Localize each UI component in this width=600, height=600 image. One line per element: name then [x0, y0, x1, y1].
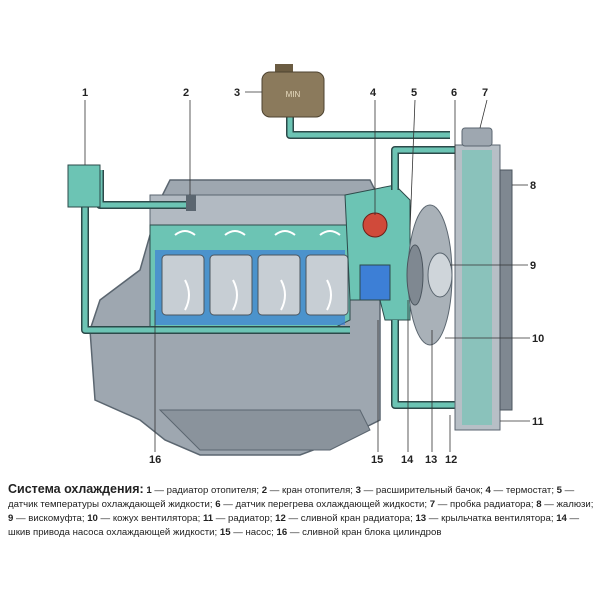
- caption-item: 1 — радиатор отопителя;: [146, 485, 260, 496]
- caption-item-text: пробка радиатора: [450, 499, 531, 510]
- callout-14: 14: [401, 454, 414, 466]
- callout-10: 10: [532, 333, 544, 345]
- caption-item-text: вискомуфта: [28, 513, 82, 524]
- callout-4: 4: [370, 87, 377, 99]
- callout-15: 15: [371, 454, 383, 466]
- caption-item-number: 13: [415, 513, 427, 524]
- caption-item-number: 16: [276, 527, 288, 538]
- callout-5: 5: [411, 87, 417, 99]
- caption-item: 13 — крыльчатка вентилятора;: [415, 513, 554, 524]
- expansion-tank: MIN: [261, 64, 325, 118]
- caption-item-text: термостат: [505, 485, 552, 496]
- caption-item-number: 10: [87, 513, 98, 524]
- thermostat-pump-housing: [344, 184, 411, 321]
- callout-2: 2: [183, 87, 189, 99]
- callout-6: 6: [451, 87, 457, 99]
- caption-item: 15 — насос;: [219, 527, 274, 538]
- callout-9: 9: [530, 260, 536, 272]
- caption-item-text: кран отопителя: [282, 485, 351, 496]
- caption-item-text: сливной кран радиатора: [300, 513, 411, 524]
- caption-item-number: 6: [215, 499, 221, 510]
- caption-item: 12 — сливной кран радиатора;: [275, 513, 413, 524]
- caption-item: 9 — вискомуфта;: [8, 513, 85, 524]
- caption-item-text: радиатор: [228, 513, 270, 524]
- caption-item-number: 1: [146, 485, 152, 496]
- caption-item-number: 12: [275, 513, 286, 524]
- caption-item: 11 — радиатор;: [202, 513, 273, 524]
- caption-item: 16 — сливной кран блока цилиндров: [276, 527, 442, 538]
- caption-item-text: сливной кран блока цилиндров: [302, 527, 442, 538]
- caption-item-text: кожух вентилятора: [112, 513, 198, 524]
- caption-item-text: крыльчатка вентилятора: [441, 513, 551, 524]
- caption-item-text: радиатор отопителя: [166, 485, 257, 496]
- caption-item: 6 — датчик перегрева охлаждающей жидкост…: [215, 499, 428, 510]
- callout-8: 8: [530, 180, 536, 192]
- radiator: [454, 127, 513, 431]
- caption-item-number: 5: [556, 485, 562, 496]
- tank-min-mark: MIN: [286, 90, 301, 99]
- caption-item-text: насос: [245, 527, 272, 538]
- caption-item-number: 3: [355, 485, 361, 496]
- caption-item-number: 2: [261, 485, 268, 496]
- caption-title: Система охлаждения:: [8, 482, 144, 496]
- caption-item: 7 — пробка радиатора;: [429, 499, 534, 510]
- caption-item-number: 11: [202, 513, 214, 524]
- caption-item-number: 4: [485, 485, 491, 496]
- water-jacket: [149, 224, 351, 331]
- caption-item-number: 15: [219, 527, 231, 538]
- caption-item: 3 — расширительный бачок;: [355, 485, 483, 496]
- callout-labels: 1 2 3 4 5 6 7 8 9 10 11 12 13 14 15 16: [82, 87, 544, 466]
- caption-item-text: шкив привода насоса охлаждающей жидкости: [8, 527, 215, 538]
- caption-item-number: 8: [536, 499, 542, 510]
- caption-item: 14 — шкив привода насоса охлаждающей жид…: [8, 513, 580, 538]
- fan: [406, 204, 453, 346]
- callout-16: 16: [149, 454, 161, 466]
- figure-caption: Система охлаждения: 1 — радиатор отопите…: [8, 482, 594, 540]
- caption-item: 4 — термостат;: [485, 485, 554, 496]
- heater-radiator: [67, 164, 101, 208]
- caption-item-text: расширительный бачок: [375, 485, 481, 496]
- heater-tap: [186, 195, 196, 211]
- caption-item-text: датчик перегрева охлаждающей жидкости: [235, 499, 425, 510]
- callout-7: 7: [482, 87, 488, 99]
- caption-item-text: жалюзи: [556, 499, 591, 510]
- caption-item-number: 7: [429, 499, 436, 510]
- caption-item: 10 — кожух вентилятора;: [87, 513, 201, 524]
- callout-1: 1: [82, 87, 88, 99]
- diagram-figure: MIN 1 2 3 4 5 6 7 8: [67, 64, 544, 466]
- callout-13: 13: [425, 454, 437, 466]
- caption-item: 8 — жалюзи;: [536, 499, 594, 510]
- callout-3: 3: [234, 87, 240, 99]
- caption-item: 2 — кран отопителя;: [261, 485, 353, 496]
- caption-item-number: 14: [556, 513, 567, 524]
- callout-11: 11: [532, 416, 544, 428]
- caption-item-text: датчик температуры охлаждающей жидкости: [8, 499, 210, 510]
- caption-item: 5 — датчик температуры охлаждающей жидко…: [8, 485, 575, 510]
- caption-item-number: 9: [8, 513, 14, 524]
- callout-12: 12: [445, 454, 457, 466]
